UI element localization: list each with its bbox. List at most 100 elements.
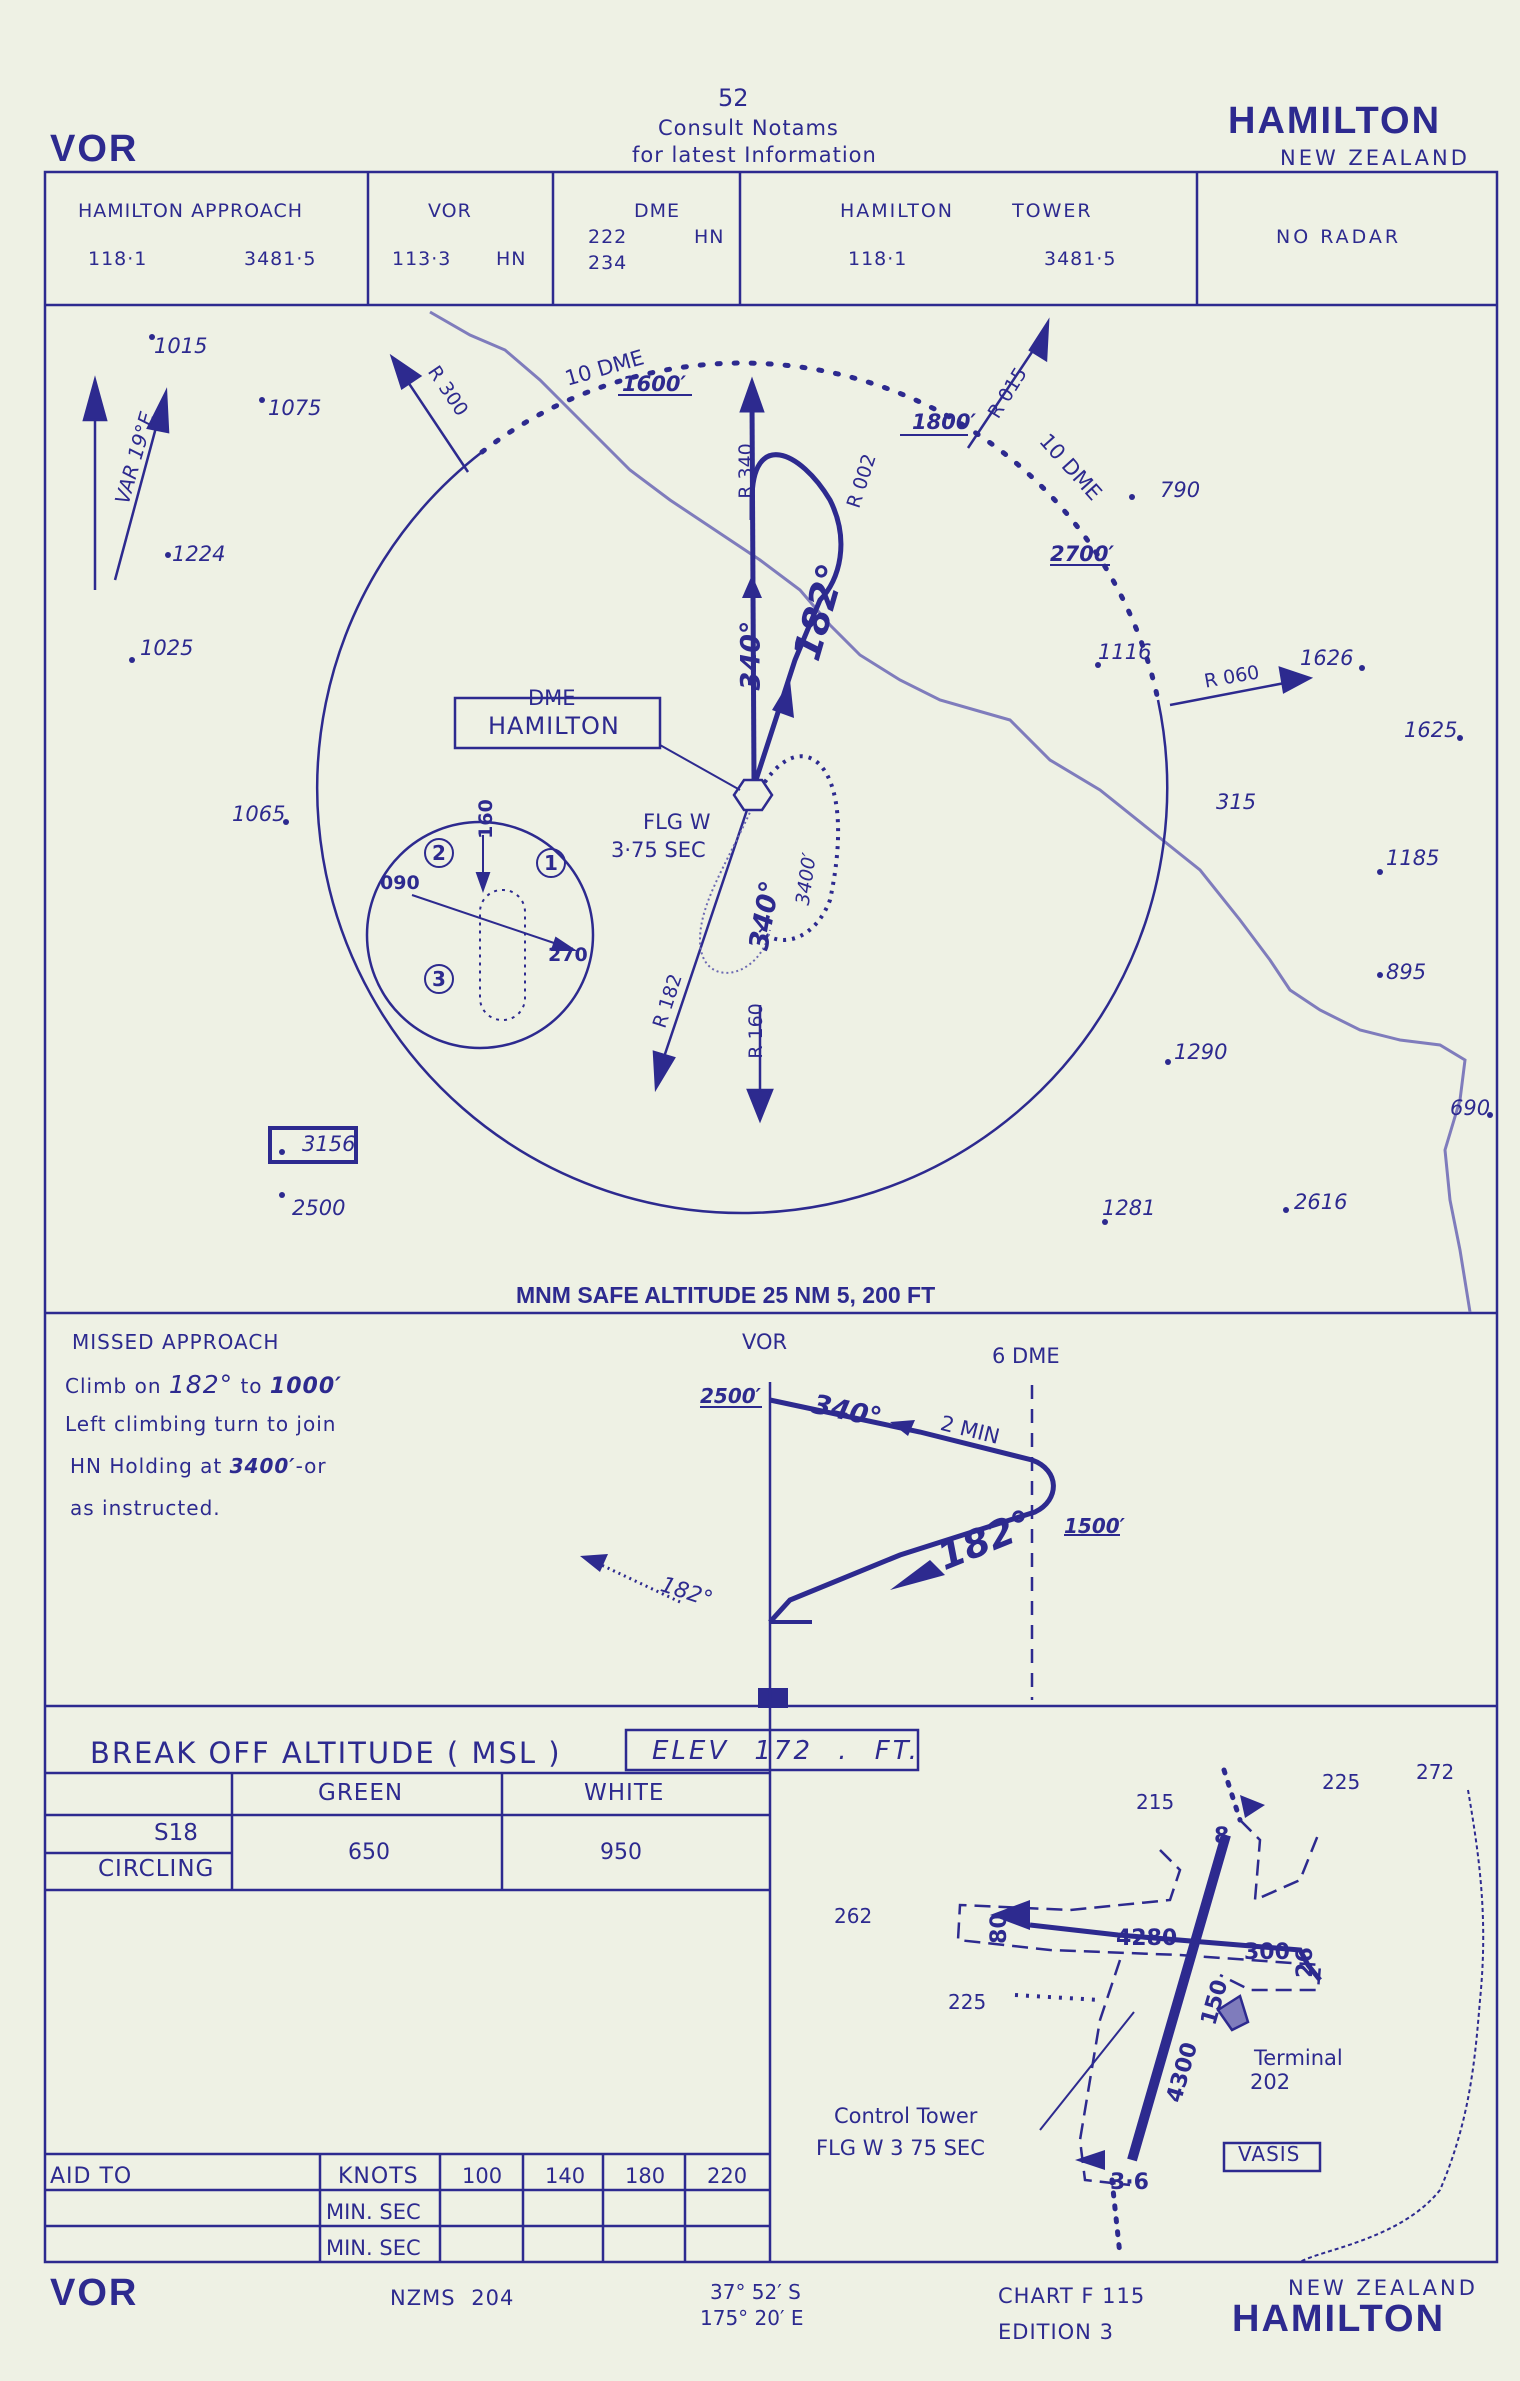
missed-approach-line1: Climb on 182° to 1000′ [65,1370,342,1399]
elev-1075: 1075 [268,396,322,420]
minima-title: BREAK OFF ALTITUDE ( MSL ) [90,1736,562,1770]
page-number: 52 [718,84,749,112]
dme-channel: 222 [588,226,628,248]
profile-alt-start: 2500′ [700,1384,761,1408]
profile-alt-turn: 1500′ [1064,1514,1125,1538]
header-left-title: VOR [50,128,139,170]
tower-title: HAMILTON TOWER [840,200,1093,222]
runway-end-80: 80 [986,1913,1012,1944]
radial-340: R 340 [734,443,757,499]
vasis-label: VASIS [1238,2142,1301,2166]
holding-sector-1: 1 [536,848,566,878]
notice-line2: for latest Information [632,143,877,167]
elev-2500: 2500 [292,1196,346,1220]
speed-140: 140 [545,2164,586,2188]
arc-alt-1600: 1600′ [622,372,686,396]
speed-row-1-label: MIN. SEC [326,2200,421,2224]
notice-line1: Consult Notams [658,116,839,140]
runway-end-26: 26 [1292,1947,1318,1978]
arc-alt-1800: 1800′ [912,410,976,434]
control-tower-label: Control Tower [834,2104,978,2128]
speed-table-label: AID TO [50,2164,133,2189]
header-city: HAMILTON [1228,100,1442,142]
beacon-label: FLG W [643,810,711,834]
footer-edition: EDITION 3 [998,2320,1114,2344]
obst-262: 262 [834,1904,873,1928]
tower-freq-vhf: 118·1 [848,248,908,270]
ma-heading: 182° [168,1370,234,1399]
elev-1626: 1626 [1300,646,1354,670]
approach-title: HAMILTON APPROACH [78,200,304,222]
station-box-name: HAMILTON [488,712,620,740]
elev-690: 690 [1450,1096,1491,1120]
footer-city: HAMILTON [1232,2298,1446,2340]
missed-approach-line2: Left climbing turn to join [65,1412,337,1436]
approach-freq-vhf: 118·1 [88,248,148,270]
holding-heading-090: 090 [380,872,420,894]
minima-white-value: 950 [600,1840,642,1865]
ma-alt: 1000′ [269,1374,342,1399]
elev-1185: 1185 [1386,846,1440,870]
terminal-label: Terminal [1254,2046,1343,2070]
row-circling: CIRCLING [98,1856,215,1882]
footer-longitude: 175° 20′ E [700,2306,804,2330]
elev-1116: 1116 [1098,640,1152,664]
runway-end-8: 8 [1214,1824,1230,1849]
elev-1290: 1290 [1174,1040,1228,1064]
ma-holding-at: HN Holding at [70,1454,223,1478]
profile-dme-label: 6 DME [992,1344,1060,1368]
elev-2616: 2616 [1294,1190,1348,1214]
elev-1015: 1015 [154,334,208,358]
footer-left-title: VOR [50,2272,139,2314]
missed-approach-title: MISSED APPROACH [72,1330,280,1354]
vor-title: VOR [428,200,472,222]
elev-1281: 1281 [1102,1196,1156,1220]
cross-runway-length: 4280 [1116,1926,1178,1951]
approach-freq-uhf: 3481·5 [244,248,317,270]
holding-heading-160: 160 [474,799,497,839]
ma-to: to [240,1374,263,1398]
row-s18: S18 [154,1820,198,1846]
obst-215: 215 [1136,1790,1175,1814]
radial-160: R 160 [744,1003,767,1059]
col-green: GREEN [318,1780,404,1806]
footer-country: NEW ZEALAND [1288,2276,1478,2300]
ma-climb-on: Climb on [65,1374,162,1398]
speed-table-header: KNOTS [338,2164,419,2189]
header-country: NEW ZEALAND [1280,146,1470,170]
arc-alt-2700: 2700′ [1050,542,1114,566]
obst-272: 272 [1416,1760,1455,1784]
elev-1625: 1625 [1404,718,1458,742]
obst-225-north: 225 [1322,1770,1361,1794]
cross-runway-width: 300 [1244,1940,1290,1965]
beacon-period: 3·75 SEC [611,838,706,862]
dme-title: DME [634,200,681,222]
obst-225-west: 225 [948,1990,987,2014]
control-tower-beacon: FLG W 3 75 SEC [816,2136,985,2160]
aerodrome-elevation: ELEV 172 . FT. [652,1736,920,1766]
vor-ident: HN [496,248,527,270]
missed-approach-line3: HN Holding at 3400′-or [70,1454,327,1478]
dme-ident: HN [694,226,725,248]
footer-latitude: 37° 52′ S [710,2280,801,2304]
missed-approach-line4: as instructed. [70,1496,221,1520]
no-radar: NO RADAR [1276,226,1402,248]
terminal-elevation: 202 [1250,2070,1291,2094]
ma-holding-alt: 3400′ [229,1454,296,1478]
elev-1065: 1065 [232,802,286,826]
minima-green-value: 650 [348,1840,390,1865]
elev-1025: 1025 [140,636,194,660]
footer-chart-id: CHART F 115 [998,2284,1146,2308]
elev-1224: 1224 [172,542,226,566]
col-white: WHITE [584,1780,665,1806]
dme-second: 234 [588,252,628,274]
station-box-dme: DME [528,686,576,710]
vor-freq: 113·3 [392,248,452,270]
speed-row-2-label: MIN. SEC [326,2236,421,2260]
elev-790: 790 [1160,478,1201,502]
holding-heading-270: 270 [548,944,588,966]
speed-100: 100 [462,2164,503,2188]
holding-sector-2: 2 [424,838,454,868]
holding-sector-3: 3 [424,964,454,994]
